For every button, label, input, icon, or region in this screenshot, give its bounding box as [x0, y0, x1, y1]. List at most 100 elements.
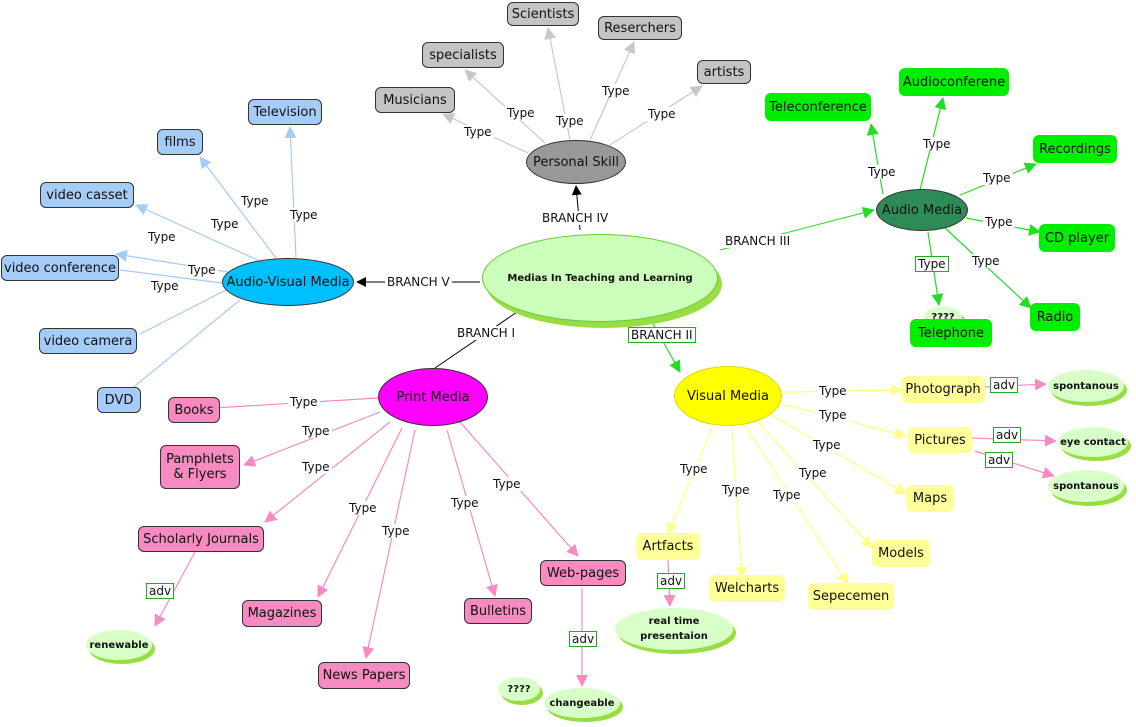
node-label: Visual Media — [687, 388, 769, 404]
node-label: Scientists — [511, 6, 575, 22]
changeable-node[interactable]: changeable — [544, 688, 620, 718]
audioconferene-node[interactable]: Audioconferene — [899, 68, 1009, 96]
type-label: Type — [505, 106, 537, 120]
node-label: CD player — [1044, 230, 1110, 246]
maps-node[interactable]: Maps — [906, 485, 954, 512]
node-label: Pictures — [914, 432, 966, 448]
reserchers-node[interactable]: Reserchers — [598, 16, 682, 40]
node-label: Musicians — [383, 92, 447, 108]
type-label: Type — [817, 408, 849, 422]
type-label: Type — [149, 279, 181, 293]
type-label: Type — [449, 496, 481, 510]
node-label: Television — [253, 104, 317, 120]
node-label: Welcharts — [714, 581, 780, 596]
type-label: Type — [209, 217, 241, 231]
node-label: Photograph — [905, 382, 981, 397]
node-label: Recordings — [1039, 141, 1111, 157]
type-label: Type — [300, 460, 332, 474]
teleconference-node[interactable]: Teleconference — [765, 93, 871, 121]
television-node[interactable]: Television — [248, 99, 322, 125]
artfacts-node[interactable]: Artfacts — [636, 533, 700, 560]
type-label: Type — [288, 395, 320, 409]
type-label: Type — [491, 477, 523, 491]
real-time-node[interactable]: real time presentaion — [615, 608, 733, 650]
audio-visual-node[interactable]: Audio-Visual Media — [222, 258, 354, 306]
node-label: spontanous — [1053, 480, 1119, 492]
films-node[interactable]: films — [157, 129, 203, 155]
recordings-node[interactable]: Recordings — [1033, 135, 1117, 163]
welcharts-node[interactable]: Welcharts — [709, 575, 785, 602]
telephone-node[interactable]: Telephone — [910, 319, 992, 347]
node-label: Models — [878, 546, 924, 561]
adv-label: adv — [146, 583, 175, 599]
cd-player-node[interactable]: CD player — [1039, 224, 1115, 252]
spontanous-1-node[interactable]: spontanous — [1048, 370, 1124, 402]
node-label: Teleconference — [769, 99, 867, 115]
branch-ii-label: BRANCH II — [628, 327, 696, 343]
type-label: Type — [866, 165, 898, 179]
node-label: Personal Skill — [532, 154, 619, 170]
node-label: ???? — [931, 311, 955, 323]
type-label: Type — [300, 424, 332, 438]
node-label: Sepecemen — [812, 589, 890, 604]
specialists-node[interactable]: specialists — [422, 42, 504, 68]
personal-skill-node[interactable]: Personal Skill — [526, 140, 626, 184]
renewable-node[interactable]: renewable — [86, 630, 152, 660]
node-label: Artfacts — [642, 539, 694, 554]
news-papers-node[interactable]: News Papers — [318, 662, 410, 689]
dvd-node[interactable]: DVD — [97, 387, 141, 413]
adv-label: adv — [990, 377, 1019, 393]
type-label: Type — [981, 171, 1013, 185]
audio-media-node[interactable]: Audio Media — [876, 189, 968, 231]
video-camera-node[interactable]: video camera — [39, 328, 137, 354]
node-label: Scholarly Journals — [143, 531, 259, 547]
web-pages-node[interactable]: Web-pages — [540, 560, 626, 586]
node-label: films — [164, 134, 196, 150]
photograph-node[interactable]: Photograph — [901, 376, 985, 403]
node-label: Print Media — [396, 389, 470, 405]
radio-node[interactable]: Radio — [1030, 303, 1080, 331]
node-label: real time presentaion — [640, 616, 708, 642]
sepecemen-node[interactable]: Sepecemen — [808, 583, 894, 610]
type-label: Type — [970, 254, 1002, 268]
artists-node[interactable]: artists — [697, 60, 751, 84]
node-label: Books — [174, 402, 214, 418]
scientists-node[interactable]: Scientists — [507, 2, 579, 26]
type-label: Type — [239, 194, 271, 208]
node-label: Pamphlets & Flyers — [166, 452, 234, 482]
magazines-node[interactable]: Magazines — [242, 600, 322, 627]
books-node[interactable]: Books — [168, 397, 220, 423]
scholarly-journals-node[interactable]: Scholarly Journals — [138, 526, 264, 552]
type-label: Type — [347, 501, 379, 515]
video-casset-node[interactable]: video casset — [40, 182, 134, 208]
type-label: Type — [771, 488, 803, 502]
type-label: Type — [288, 208, 320, 222]
models-node[interactable]: Models — [872, 540, 930, 567]
web-unknown-node[interactable]: ???? — [498, 677, 540, 701]
node-label: spontanous — [1053, 380, 1119, 392]
video-conference-node[interactable]: video conference — [1, 255, 119, 281]
spontanous-2-node[interactable]: spontanous — [1048, 470, 1124, 502]
eye-contact-node[interactable]: eye contact — [1058, 427, 1128, 457]
branch-v-label: BRANCH V — [385, 275, 452, 289]
musicians-node[interactable]: Musicians — [375, 87, 455, 113]
print-media-node[interactable]: Print Media — [378, 368, 488, 426]
visual-media-node[interactable]: Visual Media — [674, 366, 782, 426]
type-label: Type — [146, 230, 178, 244]
node-label: Radio — [1036, 309, 1074, 325]
type-label: Type — [554, 114, 586, 128]
center-node[interactable]: Medias In Teaching and Learning — [482, 234, 718, 322]
node-label: Telephone — [917, 325, 985, 341]
node-label: Audio-Visual Media — [226, 274, 350, 290]
bulletins-node[interactable]: Bulletins — [464, 598, 532, 624]
node-label: eye contact — [1060, 436, 1126, 448]
node-label: Audioconferene — [902, 74, 1006, 90]
node-label: Web-pages — [546, 565, 620, 581]
node-label: Magazines — [247, 606, 317, 621]
pamphlets-node[interactable]: Pamphlets & Flyers — [160, 445, 240, 489]
node-label: video conference — [4, 260, 116, 276]
type-label: Type — [921, 137, 953, 151]
node-label: video casset — [46, 187, 128, 203]
pictures-node[interactable]: Pictures — [908, 427, 972, 453]
